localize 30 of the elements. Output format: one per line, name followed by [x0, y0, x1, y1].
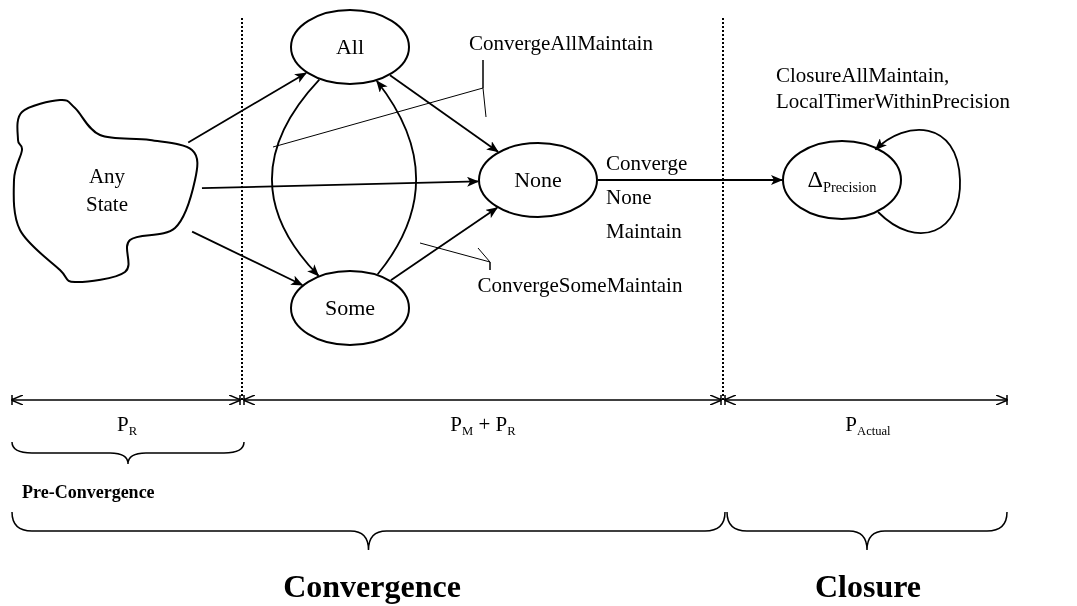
leader-line: [482, 59, 487, 118]
leader-line: [477, 247, 491, 271]
arrow: [389, 206, 499, 282]
arrow: [187, 72, 307, 144]
state-name: All: [335, 32, 365, 61]
state-name: Any State: [85, 163, 129, 218]
state-name: Δ$_{Precision}$: [807, 164, 877, 197]
phase-label: Pre-Convergence: [22, 482, 155, 503]
phase-label: Closure: [814, 568, 922, 605]
state-name: Some: [324, 293, 376, 322]
period-label: P$_{M}$ + P$_{R}$: [450, 412, 516, 439]
state-ellipse: [290, 9, 410, 85]
arrow: [597, 175, 783, 185]
state-ellipse: [478, 142, 598, 218]
state-ellipse: [290, 270, 410, 346]
arrow: [271, 78, 321, 277]
state-ellipse: [782, 140, 902, 220]
state-name: None: [514, 165, 562, 194]
arrow: [389, 74, 499, 153]
phase-label: Convergence: [283, 568, 461, 605]
edge-label: Converge None Maintain: [606, 150, 689, 245]
arrow: [201, 176, 480, 190]
period-label: P$_{R}$: [116, 412, 138, 439]
edge-label: ClosureAllMaintain, LocalTimerWithinPrecision: [776, 62, 1011, 114]
transition-label: ConvergeSomeMaintain: [444, 270, 716, 302]
transition-label: ConvergeAllMaintain: [436, 28, 686, 60]
arrow: [375, 80, 417, 276]
arrow: [874, 129, 961, 234]
arrow: [191, 230, 304, 286]
period-label: P$_{Actual}$: [845, 412, 891, 439]
